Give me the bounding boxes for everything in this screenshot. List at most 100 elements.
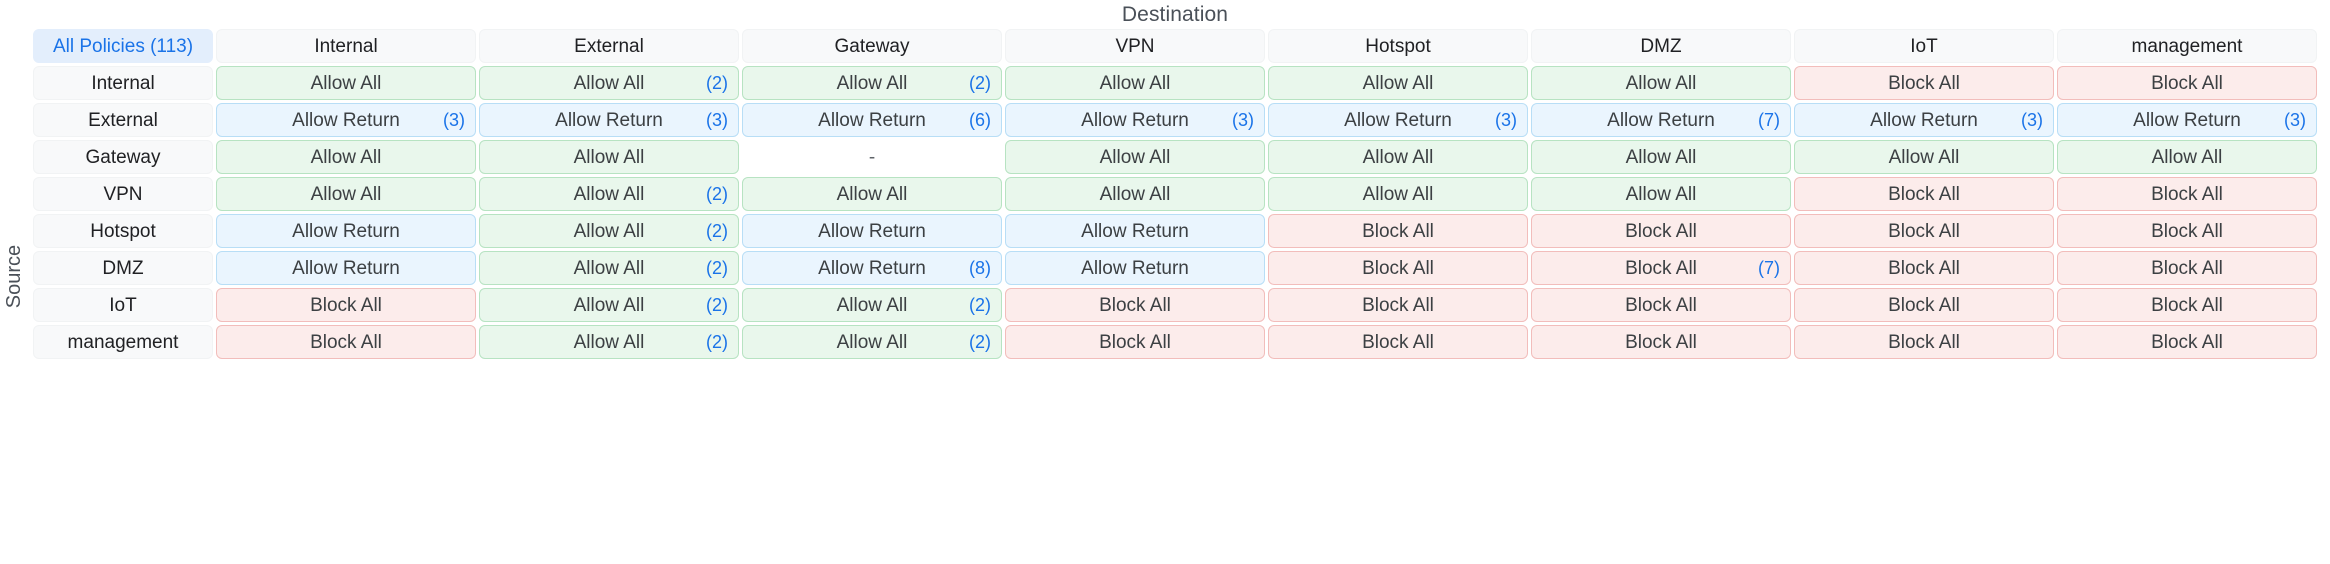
policy-cell-vpn-to-management[interactable]: Block All [2057, 177, 2317, 211]
row-header-iot[interactable]: IoT [33, 288, 213, 322]
policy-count-badge: (3) [706, 110, 728, 130]
column-header-iot[interactable]: IoT [1794, 29, 2054, 63]
policy-cell-vpn-to-vpn[interactable]: Allow All [1005, 177, 1265, 211]
policy-cell-iot-to-vpn[interactable]: Block All [1005, 288, 1265, 322]
policy-cell-gateway-to-external[interactable]: Allow All [479, 140, 739, 174]
policy-cell-iot-to-external[interactable]: Allow All(2) [479, 288, 739, 322]
policy-cell-external-to-external[interactable]: Allow Return(3) [479, 103, 739, 137]
policy-cell-vpn-to-external[interactable]: Allow All (2) [479, 177, 739, 211]
policy-cell-vpn-to-gateway[interactable]: Allow All [742, 177, 1002, 211]
source-axis-label-text: Source [3, 244, 26, 308]
row-header-dmz[interactable]: DMZ [33, 251, 213, 285]
policy-cell-label: Allow Return [292, 257, 400, 279]
policy-cell-hotspot-to-hotspot[interactable]: Block All [1268, 214, 1528, 248]
row-header-vpn[interactable]: VPN [33, 177, 213, 211]
policy-cell-label: Block All [1362, 294, 1434, 316]
policy-cell-iot-to-hotspot[interactable]: Block All [1268, 288, 1528, 322]
policy-cell-internal-to-vpn[interactable]: Allow All [1005, 66, 1265, 100]
policy-cell-dmz-to-gateway[interactable]: Allow Return(8) [742, 251, 1002, 285]
policy-cell-iot-to-management[interactable]: Block All [2057, 288, 2317, 322]
policy-cell-internal-to-internal[interactable]: Allow All [216, 66, 476, 100]
policy-cell-dmz-to-dmz[interactable]: Block All(7) [1531, 251, 1791, 285]
policy-cell-external-to-internal[interactable]: Allow Return(3) [216, 103, 476, 137]
policy-cell-management-to-iot[interactable]: Block All [1794, 325, 2054, 359]
policy-count-badge: (2) [706, 184, 728, 204]
policy-cell-management-to-gateway[interactable]: Allow All(2) [742, 325, 1002, 359]
row-header-label: Hotspot [90, 220, 156, 242]
policy-cell-vpn-to-internal[interactable]: Allow All [216, 177, 476, 211]
policy-cell-hotspot-to-vpn[interactable]: Allow Return [1005, 214, 1265, 248]
policy-cell-gateway-to-dmz[interactable]: Allow All [1531, 140, 1791, 174]
policy-cell-label: Block All [310, 294, 382, 316]
policy-cell-label: Allow All [1362, 183, 1434, 205]
policy-cell-management-to-hotspot[interactable]: Block All [1268, 325, 1528, 359]
row-header-hotspot[interactable]: Hotspot [33, 214, 213, 248]
policy-cell-internal-to-management[interactable]: Block All [2057, 66, 2317, 100]
policy-cell-gateway-to-internal[interactable]: Allow All [216, 140, 476, 174]
policy-cell-label: Block All [1362, 220, 1434, 242]
policy-cell-management-to-dmz[interactable]: Block All [1531, 325, 1791, 359]
policy-cell-label: Allow All [573, 183, 645, 205]
policy-cell-hotspot-to-gateway[interactable]: Allow Return [742, 214, 1002, 248]
policy-cell-internal-to-external[interactable]: Allow All(2) [479, 66, 739, 100]
policy-cell-external-to-iot[interactable]: Allow Return(3) [1794, 103, 2054, 137]
policy-cell-gateway-to-vpn[interactable]: Allow All [1005, 140, 1265, 174]
policy-cell-internal-to-gateway[interactable]: Allow All(2) [742, 66, 1002, 100]
policy-cell-label: Allow All [1362, 72, 1434, 94]
policy-cell-label: Allow All [836, 331, 908, 353]
policy-cell-management-to-vpn[interactable]: Block All [1005, 325, 1265, 359]
all-policies-button[interactable]: All Policies (113) [33, 29, 213, 63]
policy-cell-external-to-management[interactable]: Allow Return(3) [2057, 103, 2317, 137]
policy-cell-iot-to-iot[interactable]: Block All [1794, 288, 2054, 322]
policy-cell-iot-to-internal[interactable]: Block All [216, 288, 476, 322]
policy-cell-dmz-to-management[interactable]: Block All [2057, 251, 2317, 285]
policy-cell-vpn-to-iot[interactable]: Block All [1794, 177, 2054, 211]
row-header-internal[interactable]: Internal [33, 66, 213, 100]
column-header-hotspot[interactable]: Hotspot [1268, 29, 1528, 63]
policy-cell-iot-to-gateway[interactable]: Allow All(2) [742, 288, 1002, 322]
policy-cell-hotspot-to-iot[interactable]: Block All [1794, 214, 2054, 248]
policy-count-badge: (3) [443, 110, 465, 130]
policy-cell-management-to-internal[interactable]: Block All [216, 325, 476, 359]
policy-cell-external-to-gateway[interactable]: Allow Return(6) [742, 103, 1002, 137]
policy-cell-gateway-to-gateway[interactable]: - [742, 140, 1002, 174]
policy-cell-hotspot-to-internal[interactable]: Allow Return [216, 214, 476, 248]
column-header-gateway[interactable]: Gateway [742, 29, 1002, 63]
row-header-label: VPN [103, 183, 143, 205]
column-header-external[interactable]: External [479, 29, 739, 63]
policy-cell-internal-to-hotspot[interactable]: Allow All [1268, 66, 1528, 100]
policy-cell-dmz-to-internal[interactable]: Allow Return [216, 251, 476, 285]
policy-cell-vpn-to-dmz[interactable]: Allow All [1531, 177, 1791, 211]
policy-cell-label: Block All [310, 331, 382, 353]
policy-cell-label: Allow All [1888, 146, 1960, 168]
policy-cell-gateway-to-hotspot[interactable]: Allow All [1268, 140, 1528, 174]
policy-cell-iot-to-dmz[interactable]: Block All [1531, 288, 1791, 322]
policy-cell-dmz-to-external[interactable]: Allow All(2) [479, 251, 739, 285]
column-header-internal[interactable]: Internal [216, 29, 476, 63]
policy-cell-dmz-to-vpn[interactable]: Allow Return [1005, 251, 1265, 285]
policy-cell-dmz-to-hotspot[interactable]: Block All [1268, 251, 1528, 285]
policy-cell-gateway-to-iot[interactable]: Allow All [1794, 140, 2054, 174]
policy-cell-gateway-to-management[interactable]: Allow All [2057, 140, 2317, 174]
policy-cell-internal-to-iot[interactable]: Block All [1794, 66, 2054, 100]
policy-cell-internal-to-dmz[interactable]: Allow All [1531, 66, 1791, 100]
policy-cell-vpn-to-hotspot[interactable]: Allow All [1268, 177, 1528, 211]
row-header-gateway[interactable]: Gateway [33, 140, 213, 174]
policy-cell-label: Block All [1625, 257, 1697, 279]
policy-cell-management-to-management[interactable]: Block All [2057, 325, 2317, 359]
policy-cell-label: Allow All [1625, 146, 1697, 168]
column-header-vpn[interactable]: VPN [1005, 29, 1265, 63]
policy-cell-external-to-dmz[interactable]: Allow Return(7) [1531, 103, 1791, 137]
policy-cell-management-to-external[interactable]: Allow All(2) [479, 325, 739, 359]
column-header-management[interactable]: management [2057, 29, 2317, 63]
policy-cell-external-to-hotspot[interactable]: Allow Return(3) [1268, 103, 1528, 137]
row-header-management[interactable]: management [33, 325, 213, 359]
row-header-external[interactable]: External [33, 103, 213, 137]
policy-cell-external-to-vpn[interactable]: Allow Return(3) [1005, 103, 1265, 137]
policy-cell-label: Block All [2151, 257, 2223, 279]
policy-cell-dmz-to-iot[interactable]: Block All [1794, 251, 2054, 285]
column-header-dmz[interactable]: DMZ [1531, 29, 1791, 63]
policy-cell-hotspot-to-dmz[interactable]: Block All [1531, 214, 1791, 248]
policy-cell-hotspot-to-management[interactable]: Block All [2057, 214, 2317, 248]
policy-cell-hotspot-to-external[interactable]: Allow All(2) [479, 214, 739, 248]
